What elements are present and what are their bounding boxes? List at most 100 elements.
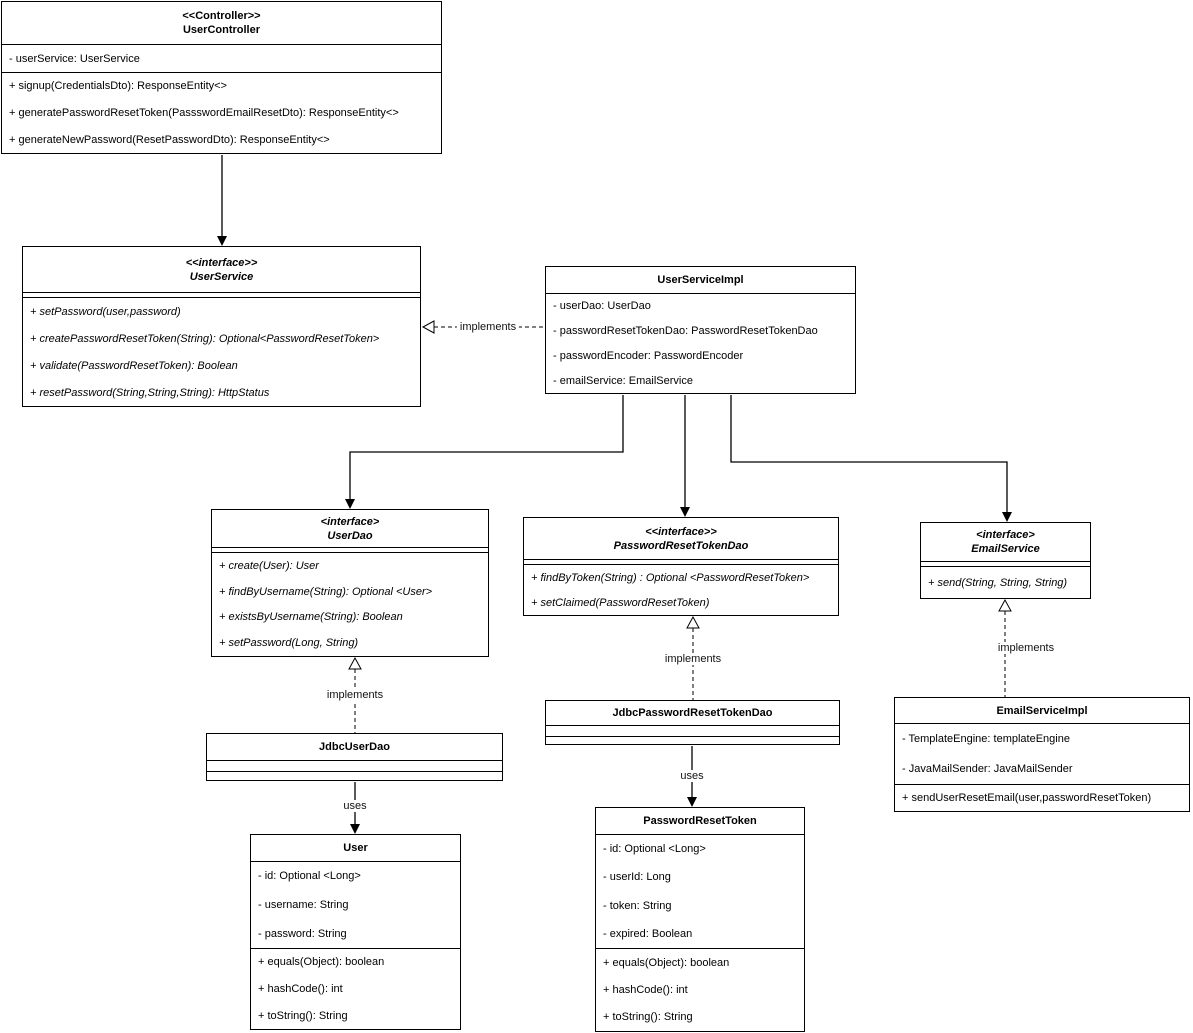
attributes-section-empty <box>921 562 1090 567</box>
class-stereotype: <interface> <box>320 515 380 528</box>
edge-label-uses: uses <box>340 800 370 812</box>
class-header: <interface> UserDao <box>212 510 488 548</box>
method: + signup(CredentialsDto): ResponseEntity… <box>9 80 227 93</box>
method: + createPasswordResetToken(String): Opti… <box>30 332 380 345</box>
class-name: UserController <box>182 24 261 36</box>
attribute: - expired: Boolean <box>603 927 693 940</box>
arrowhead-hollow-icon <box>421 320 435 334</box>
class-header: <<Controller>> UserController <box>2 2 441 45</box>
class-header: UserServiceImpl <box>546 267 855 294</box>
class-passwordresettokendao-interface: <<interface>> PasswordResetTokenDao + fi… <box>523 517 839 616</box>
attributes-section-empty <box>212 548 488 553</box>
class-name: EmailServiceImpl <box>996 704 1088 717</box>
attributes-section-empty <box>524 560 838 565</box>
method: + setPassword(user,password) <box>30 305 181 318</box>
class-stereotype: <<Controller>> <box>182 10 261 22</box>
class-name: User <box>343 842 368 854</box>
class-name: UserServiceImpl <box>657 274 744 286</box>
arrowhead-filled-icon <box>217 236 227 246</box>
attribute: - password: String <box>258 927 347 940</box>
class-emailservice-interface: <interface> EmailService + send(String, … <box>920 522 1091 599</box>
class-jdbcpasswordresettokendao: JdbcPasswordResetTokenDao <box>545 700 840 745</box>
method: + findByToken(String) : Optional <Passwo… <box>531 571 810 584</box>
attributes-section: - id: Optional <Long> - username: String… <box>251 862 460 949</box>
methods-section: + equals(Object): boolean + hashCode(): … <box>251 949 460 1029</box>
class-usercontroller: <<Controller>> UserController - userServ… <box>1 1 442 154</box>
attribute: - JavaMailSender: JavaMailSender <box>902 763 1073 775</box>
methods-section: + create(User): User + findByUsername(St… <box>212 553 488 656</box>
method: + findByUsername(String): Optional <User… <box>219 585 433 598</box>
method: + sendUserResetEmail(user,passwordResetT… <box>902 792 1152 804</box>
class-name: JdbcUserDao <box>319 741 390 753</box>
attribute: - userId: Long <box>603 871 671 884</box>
arrowhead-hollow-icon <box>348 656 362 670</box>
class-userservice-interface: <<interface>> UserService + setPassword(… <box>22 246 421 407</box>
methods-section: + send(String, String, String) <box>921 567 1090 598</box>
edge-label-implements: implements <box>456 321 520 333</box>
class-name: PasswordResetTokenDao <box>613 539 749 552</box>
attribute: - TemplateEngine: templateEngine <box>902 733 1070 745</box>
class-name: JdbcPasswordResetTokenDao <box>612 707 773 719</box>
attribute: - username: String <box>258 899 349 911</box>
class-header: <interface> EmailService <box>921 523 1090 562</box>
class-stereotype: <<interface>> <box>185 256 258 269</box>
method: + send(String, String, String) <box>928 576 1068 589</box>
attributes-section: - TemplateEngine: templateEngine - JavaM… <box>895 724 1189 785</box>
methods-section-empty <box>207 772 502 780</box>
class-header: JdbcUserDao <box>207 734 502 761</box>
edge-impl-to-userdao <box>349 395 624 500</box>
method: + validate(PasswordResetToken): Boolean <box>30 359 238 372</box>
method: + existsByUsername(String): Boolean <box>219 611 403 624</box>
method: + resetPassword(String,String,String): H… <box>30 386 270 399</box>
arrowhead-filled-icon <box>345 499 355 509</box>
class-header: <<interface>> PasswordResetTokenDao <box>524 518 838 560</box>
attributes-section: - id: Optional <Long> - userId: Long - t… <box>596 835 804 949</box>
class-header: PasswordResetToken <box>596 808 804 835</box>
method: + toString(): String <box>258 1009 348 1022</box>
attributes-section-empty <box>23 293 420 298</box>
class-name: UserDao <box>327 529 373 542</box>
class-passwordresettoken: PasswordResetToken - id: Optional <Long>… <box>595 807 805 1032</box>
method: + equals(Object): boolean <box>258 956 385 969</box>
methods-section: + findByToken(String) : Optional <Passwo… <box>524 565 838 615</box>
class-header: JdbcPasswordResetTokenDao <box>546 701 839 726</box>
methods-section: + sendUserResetEmail(user,passwordResetT… <box>895 785 1189 811</box>
methods-section-empty <box>546 737 839 744</box>
method: + setPassword(Long, String) <box>219 637 359 650</box>
attribute: - token: String <box>603 899 672 912</box>
arrowhead-hollow-icon <box>686 615 700 629</box>
class-jdbcuserdao: JdbcUserDao <box>206 733 503 781</box>
method: + hashCode(): int <box>603 983 688 996</box>
method: + hashCode(): int <box>258 983 343 995</box>
attributes-section: - userDao: UserDao - passwordResetTokenD… <box>546 294 855 393</box>
methods-section: + equals(Object): boolean + hashCode(): … <box>596 949 804 1031</box>
edge-label-uses: uses <box>677 770 707 782</box>
attribute: - id: Optional <Long> <box>603 843 706 856</box>
class-header: User <box>251 835 460 862</box>
edge-label-implements: implements <box>994 642 1058 654</box>
arrowhead-filled-icon <box>680 507 690 517</box>
edge-label-implements: implements <box>323 689 387 701</box>
edge-label-implements: implements <box>661 653 725 665</box>
methods-section: + setPassword(user,password) + createPas… <box>23 298 420 406</box>
method: + toString(): String <box>603 1011 693 1024</box>
class-userdao-interface: <interface> UserDao + create(User): User… <box>211 509 489 657</box>
attribute: - userService: UserService <box>9 52 140 65</box>
methods-section: + signup(CredentialsDto): ResponseEntity… <box>2 73 441 153</box>
method: + create(User): User <box>219 559 319 572</box>
attributes-section: - userService: UserService <box>2 45 441 73</box>
attribute: - emailService: EmailService <box>553 374 693 387</box>
attribute: - passwordEncoder: PasswordEncoder <box>553 349 744 362</box>
arrowhead-filled-icon <box>1002 512 1012 522</box>
class-header: EmailServiceImpl <box>895 698 1189 724</box>
arrowhead-hollow-icon <box>998 598 1012 612</box>
class-stereotype: <<interface>> <box>645 525 717 538</box>
class-name: UserService <box>189 270 254 283</box>
method: + generatePasswordResetToken(PassswordEm… <box>9 107 399 119</box>
attributes-section-empty <box>546 726 839 737</box>
class-stereotype: <interface> <box>976 529 1035 541</box>
class-name: EmailService <box>971 543 1040 555</box>
class-header: <<interface>> UserService <box>23 247 420 293</box>
class-emailserviceimpl: EmailServiceImpl - TemplateEngine: templ… <box>894 697 1190 812</box>
method: + setClaimed(PasswordResetToken) <box>531 596 710 609</box>
